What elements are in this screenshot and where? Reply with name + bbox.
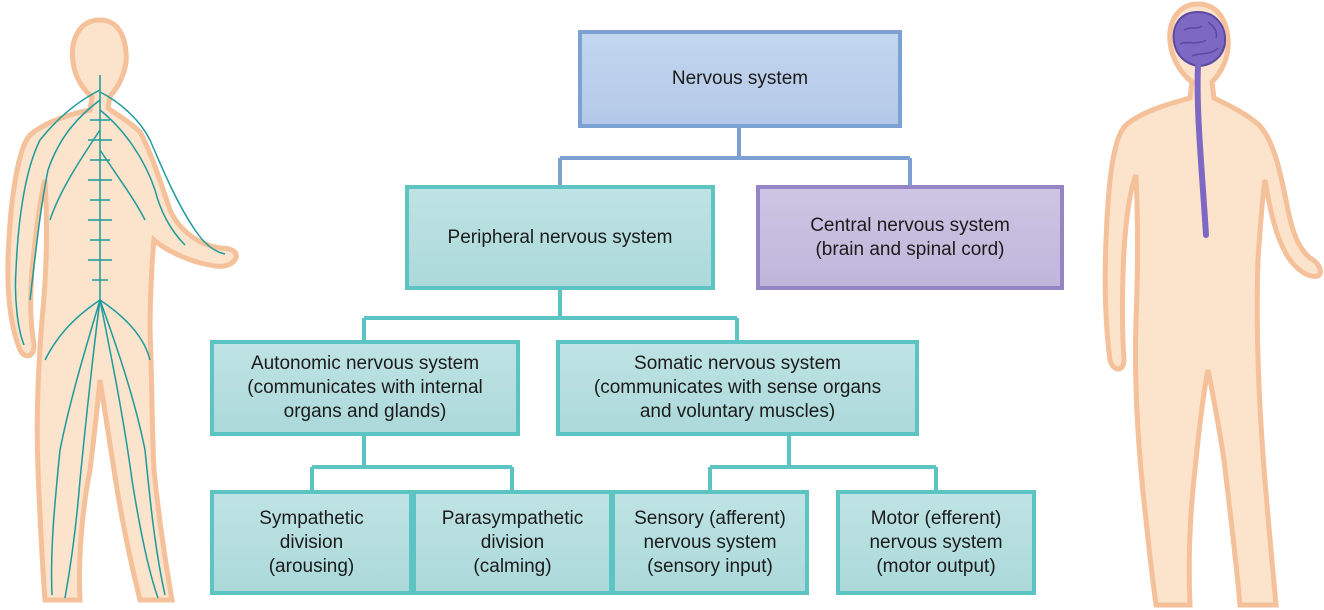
node-peripheral-label: Peripheral nervous system bbox=[447, 226, 673, 248]
nerve-lines bbox=[14, 75, 226, 599]
peripheral-nerves-figure bbox=[5, 17, 239, 603]
node-central-label: Central nervous system (brain and spinal… bbox=[810, 214, 1010, 260]
node-nervous-system: Nervous system bbox=[578, 30, 902, 128]
node-central-nervous-system: Central nervous system (brain and spinal… bbox=[756, 185, 1064, 290]
teal-connectors bbox=[310, 290, 938, 490]
right-body-silhouette bbox=[1102, 1, 1323, 608]
node-parasympathetic-label: Parasympathetic division (calming) bbox=[441, 507, 584, 577]
brain-and-spinal-cord bbox=[1172, 10, 1227, 238]
node-nervous-system-label: Nervous system bbox=[671, 68, 809, 89]
node-parasympathetic-division: Parasympathetic division (calming) bbox=[412, 490, 613, 595]
node-autonomic-label: Autonomic nervous system (communicates w… bbox=[247, 353, 483, 422]
node-somatic-nervous-system: Somatic nervous system (communicates wit… bbox=[556, 340, 919, 436]
blue-connectors bbox=[558, 128, 912, 185]
node-sensory-nervous-system: Sensory (afferent) nervous system (senso… bbox=[611, 490, 809, 595]
node-autonomic-nervous-system: Autonomic nervous system (communicates w… bbox=[210, 340, 520, 436]
node-motor-nervous-system: Motor (efferent) nervous system (motor o… bbox=[836, 490, 1036, 595]
node-peripheral-nervous-system: Peripheral nervous system bbox=[405, 185, 715, 290]
left-body-silhouette bbox=[5, 17, 239, 603]
node-motor-label: Motor (efferent) nervous system (motor o… bbox=[869, 507, 1003, 577]
node-somatic-label: Somatic nervous system (communicates wit… bbox=[593, 353, 882, 422]
node-sensory-label: Sensory (afferent) nervous system (senso… bbox=[634, 507, 786, 577]
node-sympathetic-division: Sympathetic division (arousing) bbox=[210, 490, 413, 595]
central-nervous-figure bbox=[1102, 1, 1323, 608]
node-sympathetic-label: Sympathetic division (arousing) bbox=[259, 507, 364, 577]
